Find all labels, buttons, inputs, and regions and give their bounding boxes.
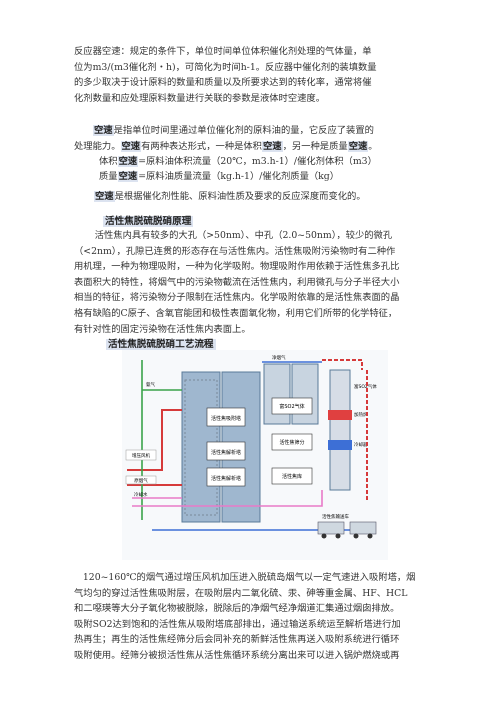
term-highlight: 空速: [120, 140, 142, 152]
intro-line: 化剂数量和应处理原料数量进行关联的参数是液体时空速度。: [74, 92, 326, 104]
right-label: 富SO2气体: [354, 383, 377, 390]
diagram-label: 净烟气: [272, 354, 286, 361]
truck-wheel: [321, 533, 327, 539]
right-label: 冷却器: [354, 441, 368, 448]
definition-text: 有两种表达形式，一种是体积: [141, 140, 262, 152]
principle-line: 表面积大的特性，将烟气中的污染物截流在活性焦内，利用微孔与分子半径大小: [74, 276, 400, 288]
process-line: 吸附使用。经筛分被损活性焦从活性焦循环系统分离出来可以进入锅炉燃烧或再: [74, 649, 400, 661]
diagram-label: 冷却水: [134, 491, 148, 498]
principle-line: 有针对性的固定污染物在活性焦内表面上。: [74, 323, 251, 335]
truck-wheel: [367, 533, 373, 539]
process-line: 热再生；再生的活性焦经筛分后会同补充的新鲜活性焦再送入吸附系统进行循环: [74, 634, 400, 646]
diagram-label: 活性焦库: [282, 473, 302, 480]
transport-truck: [317, 521, 345, 535]
diagram-label: 活性焦输送车: [322, 513, 349, 520]
term-highlight: 空速: [261, 140, 283, 152]
formula-volume: 体积空速=原料油体积流量（20℃，m3.h-1）/催化剂体积（m3）: [99, 154, 377, 170]
definition-text: 是指单位时间里通过单位催化剂的原料油的量，它反应了装置的: [113, 125, 374, 136]
diagram-label: 原烟气: [134, 477, 148, 484]
process-line: 气均匀的穿过活性焦吸附层，在吸附层内二氧化硫、汞、砷等重金属、HF、HCL: [74, 587, 408, 599]
process-line: 120~160℃的烟气通过增压风机加压进入脱硫岛烟气以一定气速进入吸附塔，烟: [82, 572, 416, 583]
desorption-unit: [291, 363, 319, 425]
term-highlight: 空速: [117, 171, 139, 182]
label-box: [271, 433, 313, 451]
principle-heading: 活性焦脱硫脱硝原理: [103, 213, 194, 227]
space-velocity-paragraph: 空速是指单位时间里通过单位催化剂的原料油的量，它反应了装置的 处理能力。空速有两…: [74, 123, 424, 154]
diagram-label: 活性焦筛分: [279, 439, 304, 446]
flue-gas-line: [127, 409, 182, 471]
truck-wheel: [335, 533, 341, 539]
heading-text: 活性焦脱硫脱硝工艺流程: [106, 339, 216, 350]
intro-paragraph: 反应器空速：规定的条件下，单位时间单位体积催化剂处理的气体量，单 位为m3/(m…: [74, 44, 424, 106]
formula-text: 质量: [99, 171, 118, 182]
regenerator-column: [329, 369, 351, 491]
right-label: 加热炉: [354, 411, 368, 418]
desorption-unit: [263, 363, 291, 425]
principle-line: 用机理，一种为物理吸附，一种为化学吸附。物理吸附作用依赖于活性焦多孔比: [74, 261, 400, 273]
truck-wheel: [353, 533, 359, 539]
term-highlight: 空速: [347, 140, 369, 152]
intro-line: 的多少取决于设计原料的数量和质量以及所要求达到的转化率，通常将催: [74, 77, 372, 89]
space-velocity-closing: 空速是根据催化剂性能、原料油性质及要求的反应深度而变化的。: [94, 189, 366, 205]
transport-truck: [349, 521, 377, 535]
process-heading: 活性焦脱硫脱硝工艺流程: [106, 336, 216, 350]
water-line: [132, 490, 323, 507]
diagram-label: 氨气: [146, 381, 155, 388]
hot-line: [322, 359, 363, 370]
term-highlight: 空速: [94, 191, 115, 202]
label-box: [125, 475, 157, 485]
definition-text: ，另一种是质量: [282, 140, 348, 152]
formula-text: =原料油体积流量（20℃，m3.h-1）/催化剂体积（m3）: [138, 156, 377, 167]
process-line: 吸附SO2达到饱和的活性焦从吸附塔底部排出，通过输送系统运至解析塔进行加: [74, 618, 401, 630]
label-box: [206, 407, 246, 427]
term-highlight: 空速: [117, 156, 139, 167]
label-box: [206, 441, 246, 461]
definition-text: 。: [368, 140, 378, 152]
cooler-band: [328, 440, 352, 450]
diagram-label: 富SO2气体: [279, 403, 304, 410]
label-box: [206, 467, 246, 487]
principle-line: 格有缺陷的C原子、含氧官能团和极性表面氧化物，利用它们所带的化学特征，: [74, 307, 398, 319]
closing-text: 是根据催化剂性能、原料油性质及要求的反应深度而变化的。: [114, 191, 366, 202]
term-highlight: 空速: [93, 125, 114, 136]
label-box: [125, 449, 157, 461]
diagram-label: 活性焦解析塔: [211, 449, 241, 456]
principle-paragraph: 活性焦内具有较多的大孔（>50nm）、中孔（2.0~50nm），较少的微孔 （<…: [74, 228, 424, 337]
heading-text: 活性焦脱硫脱硝原理: [103, 216, 194, 227]
diagram-label: 活性焦吸附塔: [211, 415, 241, 422]
tower-inner: [184, 379, 218, 516]
formula-text: =原料油质量流量（kg.h-1）/催化剂质量（kg）: [138, 171, 340, 182]
principle-line: 活性焦内具有较多的大孔（>50nm）、中孔（2.0~50nm），较少的微孔: [94, 230, 393, 241]
heater-band: [328, 410, 352, 420]
principle-line: （<2nm），孔隙已连贯的形态存在与活性焦内。活性焦吸附污染物时有二种作: [74, 245, 396, 257]
intro-line: 反应器空速：规定的条件下，单位时间单位体积催化剂处理的气体量，单: [74, 46, 372, 57]
intro-line: 位为m3/(m3催化剂・h)，可简化为时间h-1。反应器中催化剂的装填数量: [74, 61, 377, 73]
label-box: [271, 397, 313, 415]
process-paragraph: 120~160℃的烟气通过增压风机加压进入脱硫岛烟气以一定气速进入吸附塔，烟 气…: [74, 570, 426, 664]
definition-text: 处理能力。: [74, 140, 121, 152]
formula-mass: 质量空速=原料油质量流量（kg.h-1）/催化剂质量（kg）: [99, 169, 339, 185]
process-flow-diagram: 活性焦吸附塔 活性焦解析塔 活性焦解析塔 富SO2气体 活性焦筛分 活性焦库 富…: [122, 350, 388, 560]
diagram-label: 活性焦解析塔: [211, 475, 241, 482]
formula-text: 体积: [99, 156, 118, 167]
label-box: [271, 467, 313, 485]
diagram-label: 增压风机: [132, 452, 150, 459]
process-line: 和二噁瑛等大分子氧化物被脱除，脱除后的净烟气经净烟道汇集通过烟囱排放。: [74, 603, 400, 615]
principle-line: 相当的特征，将污染物分子限制在活性焦内。化学吸附依靠的是活性焦表面的晶: [74, 292, 400, 304]
